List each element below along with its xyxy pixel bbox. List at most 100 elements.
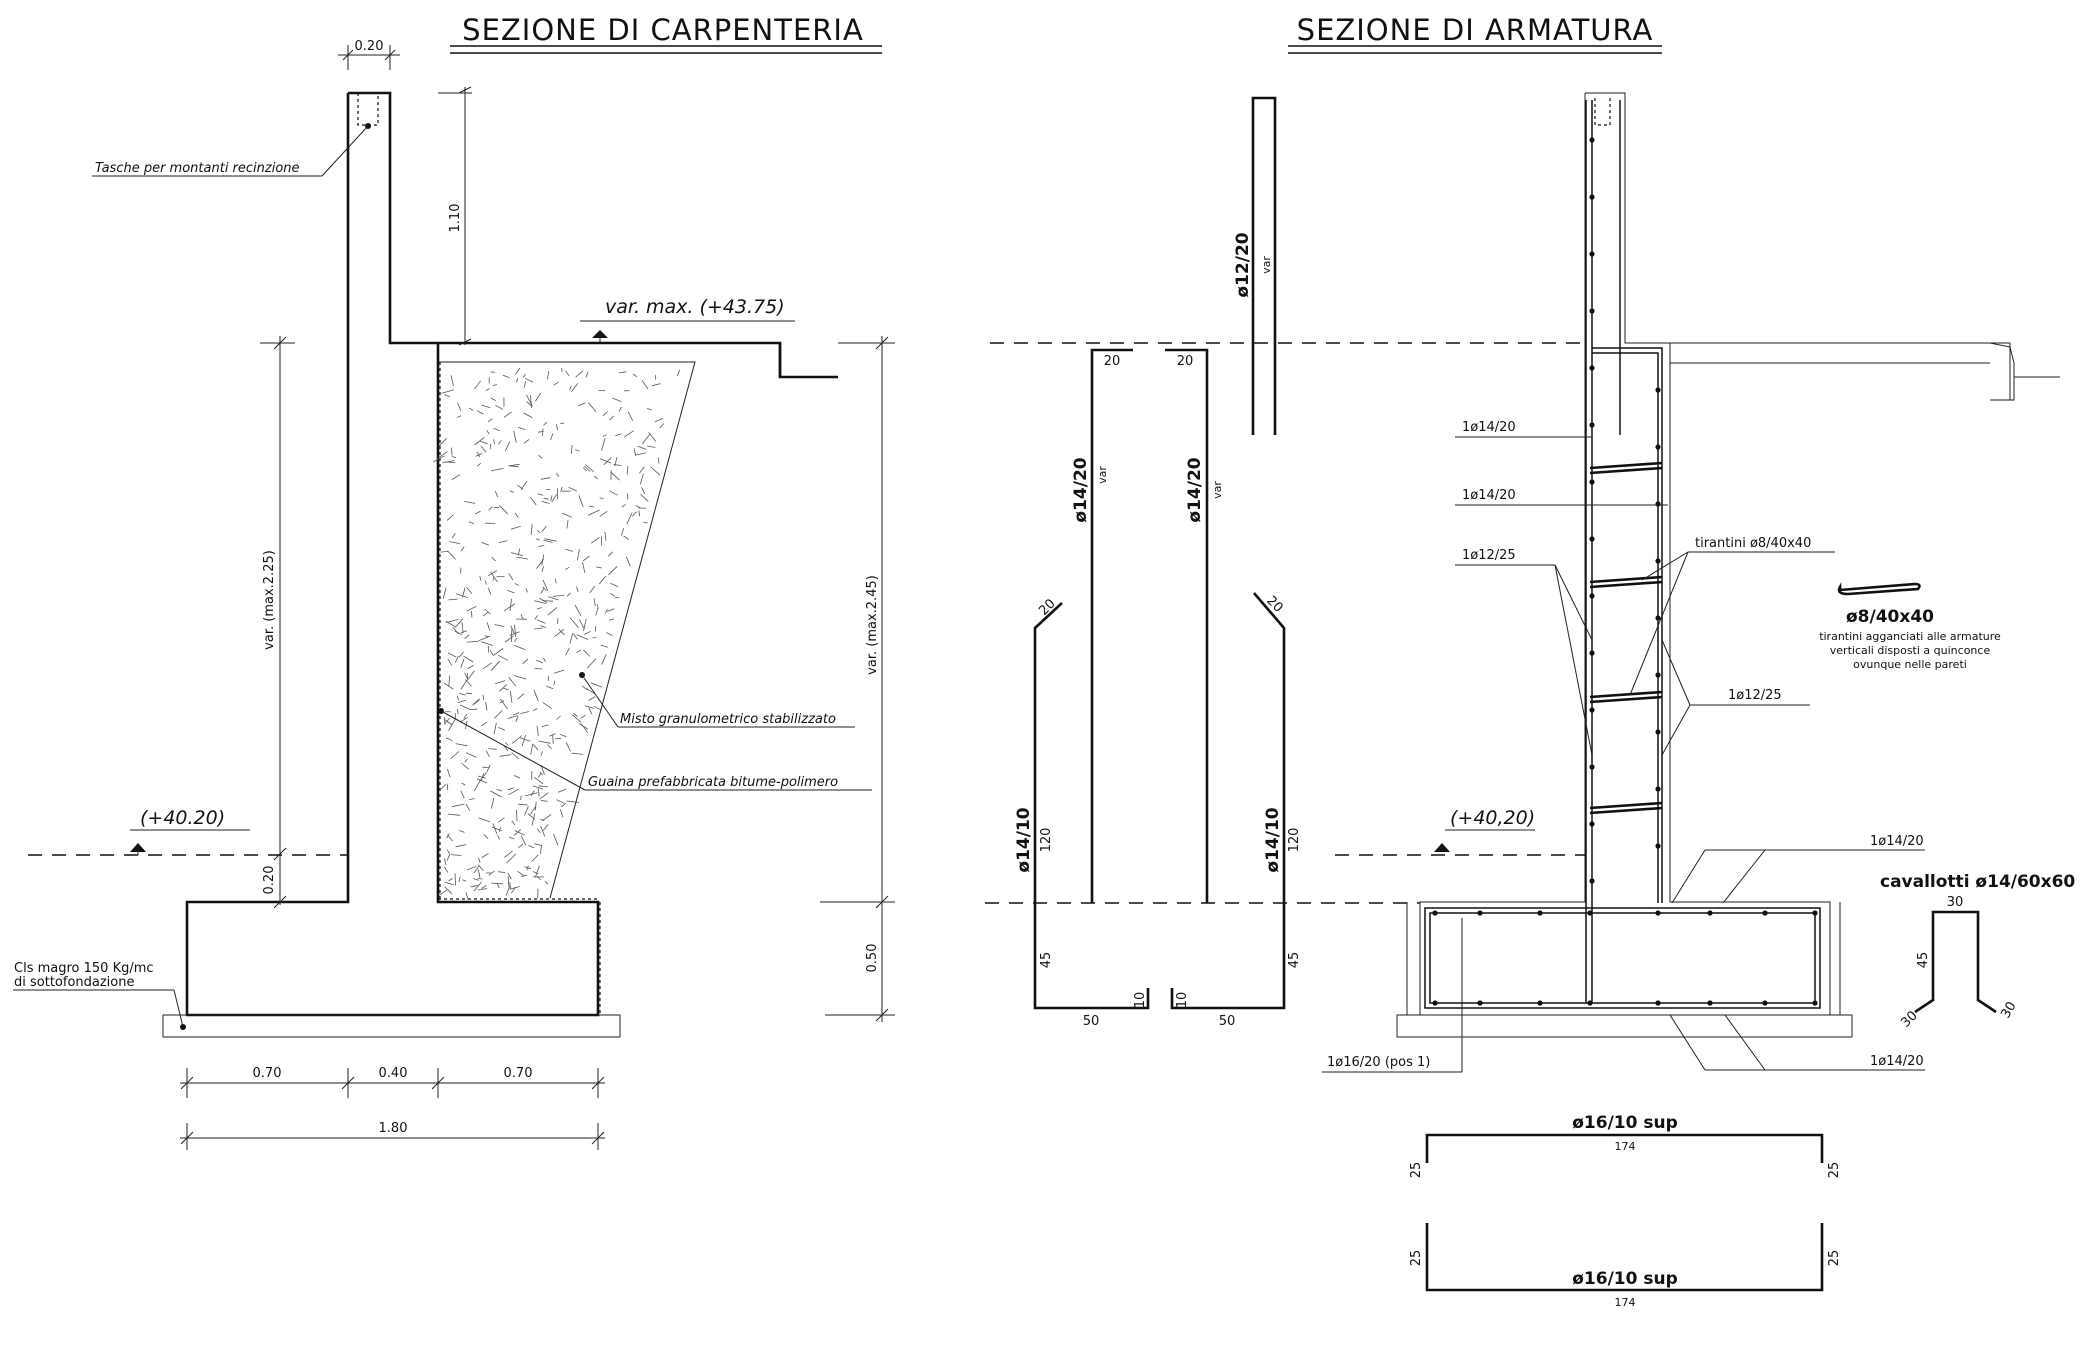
rebar-dot <box>1762 910 1768 916</box>
dim-height-right: var. (max.2.45) <box>865 575 880 675</box>
note-lean-concrete-2: di sottofondazione <box>14 975 135 990</box>
gravel-stroke <box>495 680 506 685</box>
gravel-stroke <box>478 817 491 823</box>
gravel-stroke <box>478 869 481 878</box>
rebar-wall-inner <box>1592 352 1659 903</box>
label-cav-top: 1ø14/20 <box>1870 834 1924 849</box>
gravel-stroke <box>635 505 641 509</box>
gravel-stroke <box>520 614 524 620</box>
gravel-stroke <box>477 864 484 871</box>
gravel-stroke <box>556 715 561 720</box>
gravel-stroke <box>600 644 608 648</box>
wall-top <box>348 91 438 345</box>
gravel-stroke <box>579 619 585 628</box>
dim-height-left: var. (max.2.25) <box>262 550 277 650</box>
gravel-stroke <box>446 618 459 623</box>
level-bottom: (+40.20) <box>140 807 225 829</box>
gravel-stroke <box>451 447 453 456</box>
lean-concrete <box>162 1014 621 1038</box>
gravel-stroke <box>613 464 622 466</box>
gravel-stroke <box>486 764 491 772</box>
gravel-stroke <box>487 570 498 577</box>
gravel-stroke <box>458 830 465 833</box>
gravel-stroke <box>510 625 516 635</box>
gravel-stroke <box>441 389 454 394</box>
gravel-stroke <box>601 654 607 665</box>
rebar-dot <box>1655 843 1661 849</box>
gravel-stroke <box>582 561 586 573</box>
gravel-stroke <box>640 494 649 502</box>
gravel-stroke <box>555 424 559 431</box>
bar-low-10: 10 <box>1133 992 1148 1009</box>
gravel-stroke <box>507 787 514 791</box>
gravel-stroke <box>623 535 630 540</box>
gravel-stroke <box>512 712 520 716</box>
gravel-stroke <box>463 655 474 663</box>
gravel-stroke <box>538 454 543 459</box>
gravel-stroke <box>482 611 489 617</box>
rebar-dot <box>1762 1000 1768 1006</box>
gravel-stroke <box>448 675 451 687</box>
bar-low-right-label: ø14/10 <box>1263 807 1283 872</box>
gravel-stroke <box>506 853 517 864</box>
gravel-stroke <box>530 523 533 536</box>
gravel-stroke <box>642 433 651 444</box>
gravel-stroke <box>534 843 543 846</box>
gravel-stroke <box>447 658 453 666</box>
gravel-stroke <box>565 370 570 377</box>
gravel-stroke <box>514 582 519 586</box>
gravel-stroke <box>554 578 557 584</box>
gravel-stroke <box>557 788 567 793</box>
gravel-stroke <box>473 865 480 874</box>
gravel-stroke <box>473 881 482 892</box>
gravel-stroke <box>492 823 498 834</box>
gravel-stroke <box>438 437 448 447</box>
gravel-stroke <box>609 593 616 597</box>
gravel-stroke <box>641 379 649 390</box>
gravel-stroke <box>482 662 492 670</box>
footing-bar-bot-label: ø16/10 sup <box>1572 1269 1678 1289</box>
gravel-stroke <box>460 546 465 552</box>
gravel-stroke <box>536 828 541 833</box>
gravel-hatch <box>433 368 681 900</box>
gravel-stroke <box>621 528 625 536</box>
gravel-stroke <box>539 771 544 776</box>
gravel-stroke <box>481 721 488 727</box>
gravel-stroke <box>464 758 468 763</box>
gravel-stroke <box>498 439 502 445</box>
gravel-stroke <box>491 468 504 472</box>
bar-mid-right <box>1165 348 1209 903</box>
gravel-stroke <box>455 844 467 848</box>
gravel-stroke <box>444 717 450 725</box>
gravel-stroke <box>508 573 514 581</box>
label-bot-left: 1ø16/20 (pos 1) <box>1327 1055 1430 1070</box>
gravel-stroke <box>509 490 514 493</box>
footing-bar-top <box>1425 1133 1824 1163</box>
gravel-stroke <box>676 369 681 376</box>
gravel-stroke <box>444 718 453 726</box>
gravel-stroke <box>457 415 462 418</box>
gravel-stroke <box>447 813 461 816</box>
gravel-stroke <box>646 408 652 411</box>
gravel-stroke <box>443 866 449 873</box>
rebar-dots <box>1432 137 1818 1006</box>
gravel-stroke <box>493 427 500 432</box>
gravel-stroke <box>541 566 544 572</box>
gravel-stroke <box>522 373 526 378</box>
gravel-stroke <box>549 733 556 737</box>
gravel-stroke <box>480 440 488 445</box>
gravel-stroke <box>526 401 532 407</box>
bar-low-20: 20 <box>1036 596 1058 618</box>
gravel-stroke <box>513 775 521 779</box>
rebar-dot <box>1589 650 1595 656</box>
footing-len-top: 174 <box>1615 1140 1636 1153</box>
bar-low-45: 45 <box>1039 952 1054 969</box>
gravel-stroke <box>516 556 529 560</box>
gravel-stroke <box>584 465 591 472</box>
rebar-dot <box>1812 910 1818 916</box>
gravel-stroke <box>499 754 512 757</box>
rebar-dot <box>1812 1000 1818 1006</box>
gravel-stroke <box>447 550 456 560</box>
gravel-stroke <box>553 669 565 674</box>
gravel-stroke <box>593 705 602 711</box>
